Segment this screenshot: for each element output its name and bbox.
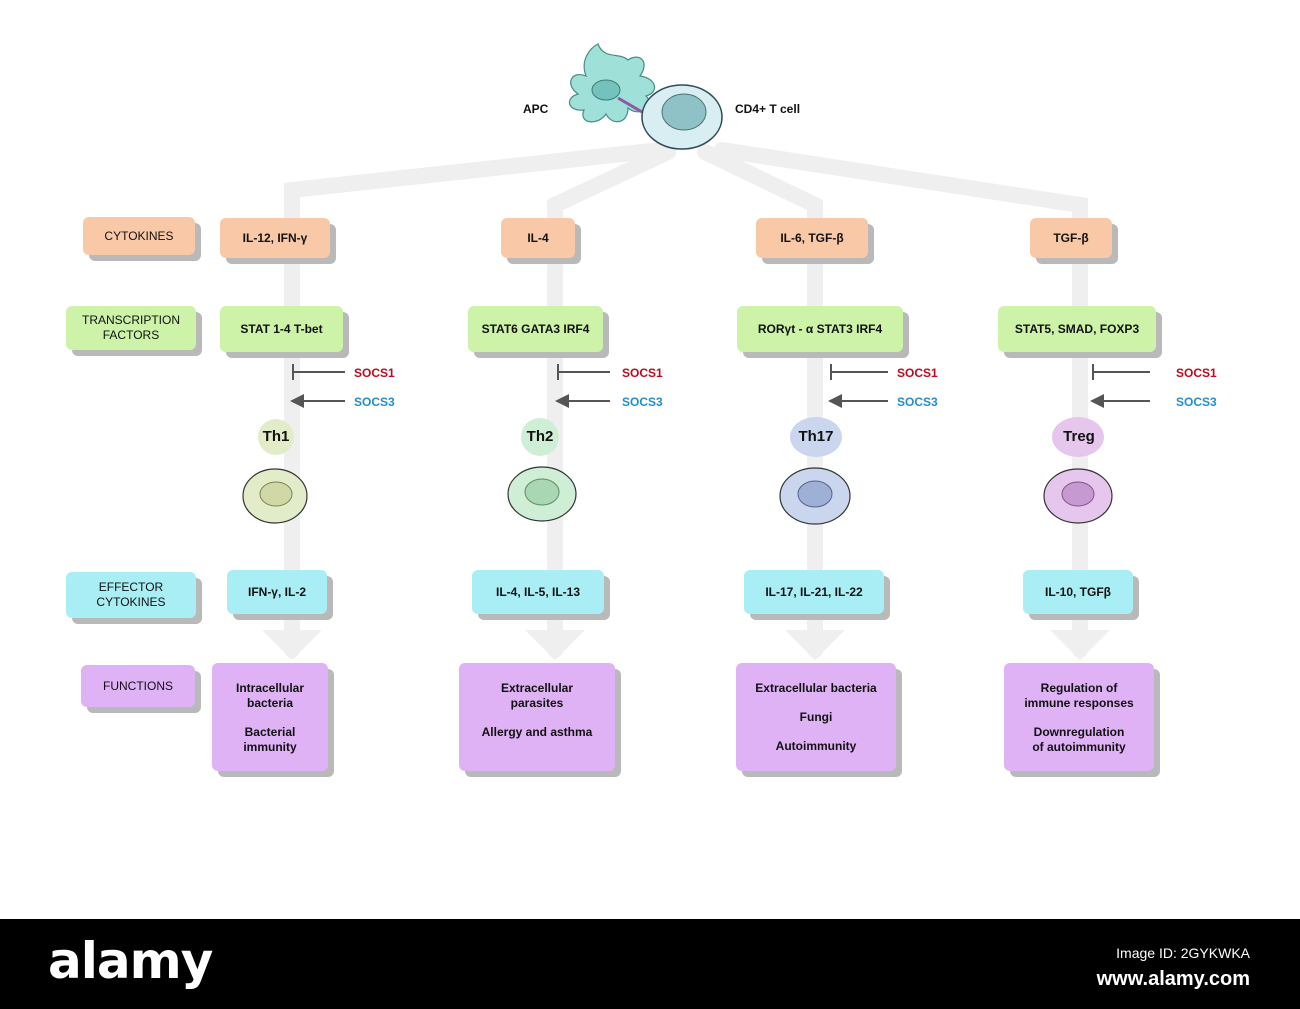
th17-function-1: Extracellular bacteria [755,681,877,695]
th1-socs1-label: SOCS1 [354,366,395,380]
th2-function-2: Allergy and asthma [481,725,593,739]
apc-cell-icon [568,43,656,123]
th17-transcription-box: RORγt - α STAT3 IRF4 [737,306,903,352]
th1-cell-icon [242,468,308,524]
th17-function-2: Fungi [799,710,833,724]
treg-function-1: Regulation of immune responses [1024,681,1134,710]
th1-socs3-label: SOCS3 [354,395,395,409]
row-label-cytokines: CYTOKINES [83,217,195,255]
arrowheads [262,630,1110,660]
th1-function-1: Intracellular bacteria [235,681,305,710]
th1-label: Th1 [262,428,290,445]
th2-transcription-box: STAT6 GATA3 IRF4 [468,306,603,352]
th17-effector-box: IL-17, IL-21, IL-22 [744,570,884,614]
treg-transcription-box: STAT5, SMAD, FOXP3 [998,306,1156,352]
treg-function-2: Downregulation of autoimmunity [1032,725,1126,754]
subset-label-ellipses [258,417,1104,457]
site-url[interactable]: www.alamy.com [1096,968,1250,990]
th2-functions-box: Extracellular parasites Allergy and asth… [459,663,615,771]
th2-socs3-label: SOCS3 [622,395,663,409]
th1-transcription-box: STAT 1-4 T-bet [220,306,343,352]
row-label-transcription-factors: TRANSCRIPTION FACTORS [66,306,196,350]
th1-functions-box: Intracellular bacteria Bacterial immunit… [212,663,328,771]
tcell-label: CD4+ T cell [735,102,801,116]
row-label-effector-cytokines: EFFECTOR CYTOKINES [66,572,196,618]
th17-label: Th17 [798,428,834,445]
th1-effector-box: IFN-γ, IL-2 [227,570,327,614]
th2-cell-icon [507,466,577,522]
th1-cytokines-box: IL-12, IFN-γ [220,218,330,258]
treg-cytokines-box: TGF-β [1030,218,1112,258]
treg-label: Treg [1063,428,1095,445]
row-label-functions: FUNCTIONS [81,665,195,707]
th17-cytokines-box: IL-6, TGF-β [756,218,868,258]
th2-socs1-label: SOCS1 [622,366,663,380]
treg-socs1-label: SOCS1 [1176,366,1217,380]
footer-bar [0,919,1300,1009]
branch-connectors [284,142,1088,658]
treg-effector-box: IL-10, TGFβ [1023,570,1133,614]
th2-effector-box: IL-4, IL-5, IL-13 [472,570,604,614]
th1-function-2: Bacterial immunity [243,725,297,754]
th17-socs3-label: SOCS3 [897,395,938,409]
th2-function-1: Extracellular parasites [500,681,574,710]
th2-label: Th2 [526,428,554,445]
socs-arrows [292,364,1150,402]
cd4-tcell-icon [641,84,723,150]
th17-socs1-label: SOCS1 [897,366,938,380]
treg-socs3-label: SOCS3 [1176,395,1217,409]
image-id-text: Image ID: 2GYKWKA [1116,945,1250,961]
treg-functions-box: Regulation of immune responses Downregul… [1004,663,1154,771]
socs-arrowheads [290,394,1104,408]
treg-cell-icon [1043,468,1113,524]
th2-cytokines-box: IL-4 [501,218,575,258]
th17-functions-box: Extracellular bacteria Fungi Autoimmunit… [736,663,896,771]
apc-label: APC [523,102,549,116]
brand-logo: alamy [48,932,213,990]
diagram-canvas [242,43,1150,660]
th17-function-3: Autoimmunity [775,739,857,753]
th17-cell-icon [779,467,851,525]
